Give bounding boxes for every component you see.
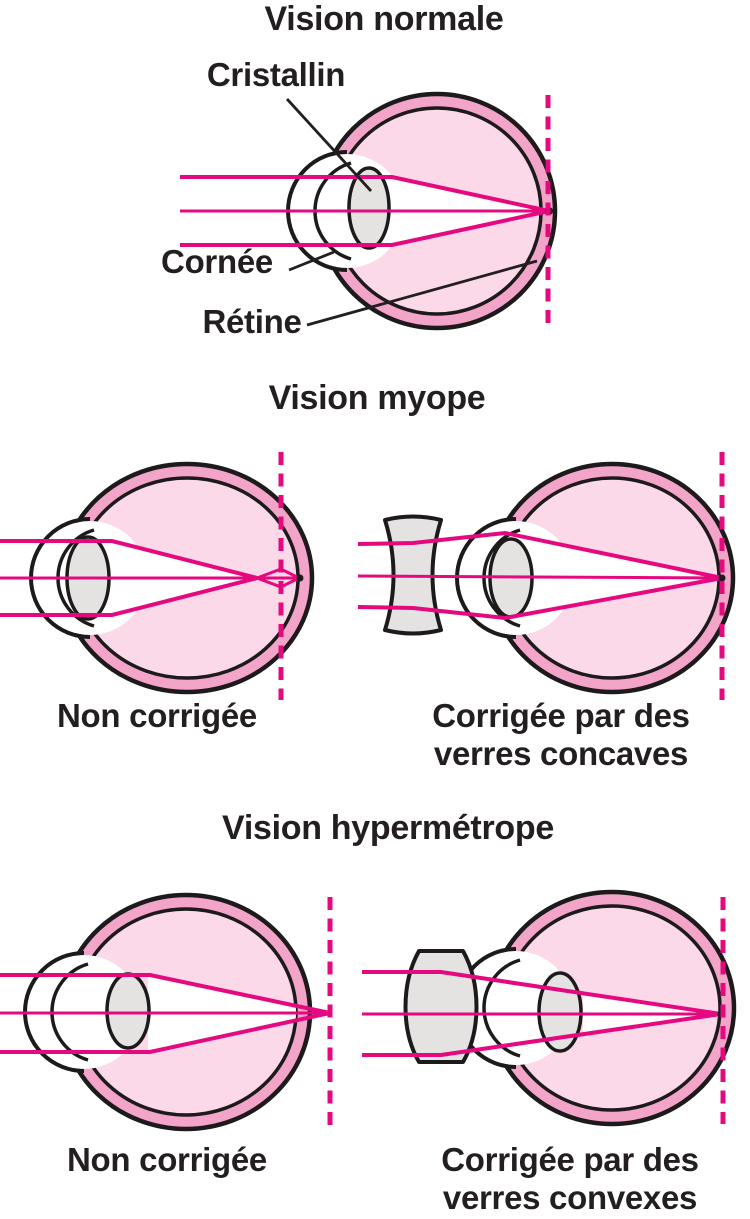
section-title-myope: Vision myope bbox=[268, 379, 486, 417]
convex-corrective-lens bbox=[403, 949, 479, 1064]
caption-hyperopia-corrected: Corrigée par des verres convexes bbox=[441, 1141, 699, 1217]
light-ray-bottom bbox=[362, 1012, 722, 1057]
light-ray-top bbox=[0, 973, 331, 1015]
myopia-corrected-diagram bbox=[357, 452, 736, 700]
normal-eye-diagram bbox=[180, 91, 558, 331]
cristallin-pointer-line bbox=[285, 98, 373, 192]
section-title-normal: Vision normale bbox=[264, 0, 504, 38]
light-ray-top bbox=[362, 970, 722, 1016]
hyperopia-corrected-diagram bbox=[362, 889, 737, 1127]
myopia-uncorrected-diagram bbox=[0, 452, 315, 700]
caption-myopia-corrected-line2: verres concaves bbox=[433, 735, 689, 772]
label-retine: Rétine bbox=[202, 303, 302, 340]
caption-myopia-corrected-line1: Corrigée par des bbox=[432, 697, 690, 734]
label-cornee: Cornée bbox=[161, 243, 273, 280]
retine-pointer-line bbox=[306, 259, 538, 327]
caption-hyperopia-corrected-line2: verres convexes bbox=[442, 1179, 698, 1216]
cornea-inner-arc bbox=[482, 958, 521, 1058]
section-title-hypermetrope: Vision hypermétrope bbox=[222, 809, 554, 847]
cornee-pointer-line bbox=[288, 250, 335, 272]
light-ray-middle bbox=[357, 574, 723, 580]
caption-hyperopia-uncorrected: Non corrigée bbox=[67, 1141, 267, 1178]
light-ray-bottom bbox=[357, 576, 723, 621]
caption-hyperopia-corrected-line1: Corrigée par des bbox=[441, 1141, 699, 1178]
focal-point bbox=[718, 574, 726, 582]
cristallin-lens bbox=[105, 972, 151, 1050]
light-ray-top bbox=[180, 175, 550, 213]
caption-myopia-uncorrected: Non corrigée bbox=[57, 697, 257, 734]
light-ray-bottom bbox=[0, 576, 258, 617]
light-ray-top bbox=[357, 530, 723, 580]
retina-point bbox=[296, 574, 304, 582]
light-ray-bottom bbox=[0, 1011, 331, 1054]
cristallin-lens bbox=[347, 166, 391, 250]
light-ray-top bbox=[0, 539, 258, 580]
light-ray-bottom bbox=[180, 209, 550, 247]
caption-myopia-corrected: Corrigée par des verres concaves bbox=[432, 697, 690, 773]
hyperopia-uncorrected-diagram bbox=[0, 892, 333, 1132]
label-cristallin: Cristallin bbox=[206, 56, 346, 93]
